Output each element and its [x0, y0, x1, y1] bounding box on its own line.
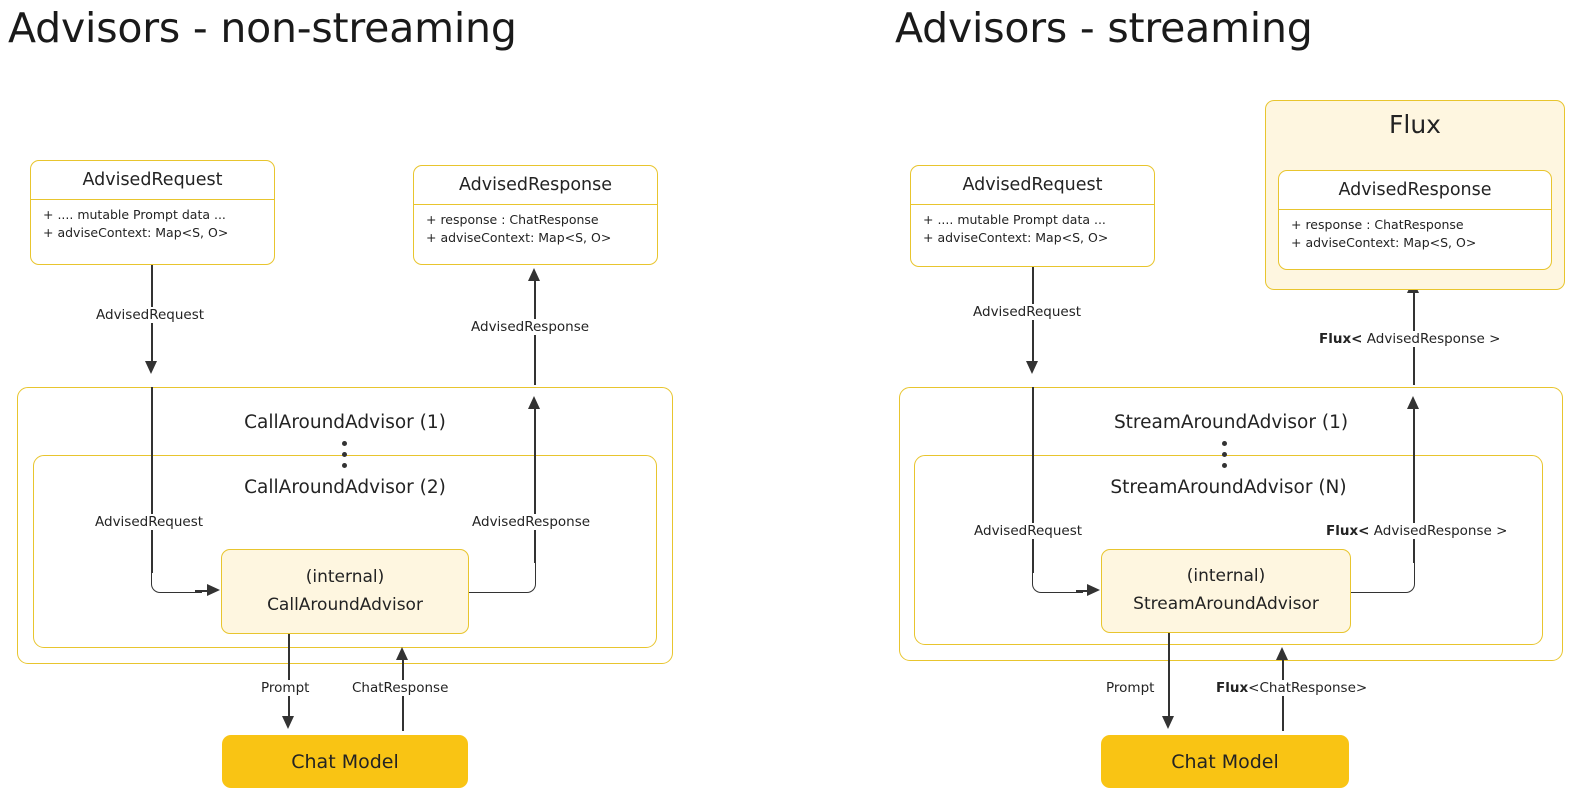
- connector-prompt-down: [288, 634, 290, 718]
- edge-label-chatresponse: ChatResponse: [349, 680, 452, 697]
- arrow-up-icon: [1276, 647, 1288, 660]
- connector-response-inner: [534, 408, 536, 563]
- panel-non-streaming: Advisors - non-streaming AdvisedRequest …: [8, 4, 673, 788]
- edge-label-prompt: Prompt: [1106, 680, 1155, 696]
- flux-wrapper-label: Flux: [1389, 110, 1441, 139]
- chat-model-node: Chat Model: [222, 735, 468, 788]
- stream-around-advisor-1-title: StreamAroundAdvisor (1): [1113, 412, 1349, 433]
- attribute-row: + adviseContext: Map<S, O>: [1291, 234, 1477, 250]
- edge-label-bold-part: Flux<: [1326, 523, 1370, 539]
- stream-around-advisor-n-title: StreamAroundAdvisor (N): [1110, 477, 1347, 498]
- attribute-row: + response : ChatResponse: [1291, 217, 1464, 233]
- connector-request-elbow: [151, 560, 202, 593]
- edge-label-prompt: Prompt: [258, 680, 313, 697]
- arrow-up-icon: [528, 396, 540, 409]
- connector-response-elbow: [469, 560, 536, 593]
- chat-model-node: Chat Model: [1101, 735, 1349, 788]
- page-title-non-streaming: Advisors - non-streaming: [8, 4, 517, 52]
- stream-around-advisor-1-container: [899, 387, 1563, 661]
- connector-request-inner: [1032, 387, 1034, 573]
- edge-label-flux-chatresponse: Flux<ChatResponse>: [1213, 680, 1371, 697]
- internal-node-line-2: CallAroundAdvisor: [267, 594, 423, 615]
- attribute-row: + adviseContext: Map<S, O>: [426, 229, 612, 245]
- call-around-advisor-2-title: CallAroundAdvisor (2): [244, 477, 446, 498]
- edge-label-plain-part: <ChatResponse>: [1248, 680, 1368, 696]
- advised-response-card: AdvisedResponse + response : ChatRespons…: [413, 165, 658, 265]
- arrow-down-icon: [282, 716, 294, 729]
- advised-request-card-title: AdvisedRequest: [911, 166, 1154, 206]
- arrow-up-icon: [396, 647, 408, 660]
- advised-response-card-attributes: + response : ChatResponse + adviseContex…: [414, 205, 657, 255]
- arrow-up-icon: [1407, 396, 1419, 409]
- attribute-row: + response : ChatResponse: [426, 212, 599, 228]
- connector-request-inner: [151, 387, 153, 573]
- internal-node-line-2: StreamAroundAdvisor: [1133, 594, 1319, 614]
- advised-response-card: AdvisedResponse + response : ChatRespons…: [1278, 170, 1552, 270]
- advised-response-card-title: AdvisedResponse: [1279, 171, 1551, 211]
- advised-request-card: AdvisedRequest + .... mutable Prompt dat…: [910, 165, 1155, 267]
- internal-node-line-1: (internal): [305, 566, 385, 587]
- edge-label-advised-request-inner: AdvisedRequest: [92, 514, 207, 531]
- connector-request-into-node: [1076, 590, 1093, 592]
- edge-label-bold-part: Flux: [1216, 680, 1249, 696]
- attribute-row: + adviseContext: Map<S, O>: [923, 229, 1109, 245]
- connector-request-into-node: [195, 590, 213, 592]
- edge-label-flux-advised-response-inner: Flux< AdvisedResponse >: [1323, 523, 1511, 540]
- connector-request-elbow: [1032, 560, 1083, 593]
- advisor-ellipsis-icon: [1221, 441, 1227, 474]
- arrow-down-icon: [145, 361, 157, 374]
- connector-prompt-down: [1168, 633, 1170, 718]
- chat-model-label: Chat Model: [291, 750, 399, 773]
- advised-response-card-title: AdvisedResponse: [414, 166, 657, 206]
- advised-request-card: AdvisedRequest + .... mutable Prompt dat…: [30, 160, 275, 265]
- internal-node-line-1: (internal): [1186, 566, 1266, 587]
- arrow-down-icon: [1026, 361, 1038, 374]
- arrow-right-icon: [207, 584, 220, 596]
- edge-label-advised-response-top: AdvisedResponse: [468, 319, 593, 336]
- attribute-row: + adviseContext: Map<S, O>: [43, 224, 229, 240]
- arrow-down-icon: [1162, 716, 1174, 729]
- advisor-ellipsis-icon: [341, 441, 347, 474]
- edge-label-flux-advised-response-top: Flux< AdvisedResponse >: [1316, 331, 1504, 348]
- call-around-advisor-1-title: CallAroundAdvisor (1): [244, 412, 446, 433]
- attribute-row: + .... mutable Prompt data ...: [923, 212, 1106, 228]
- arrow-right-icon: [1087, 584, 1100, 596]
- advised-response-card-attributes: + response : ChatResponse + adviseContex…: [1279, 210, 1551, 260]
- edge-label-advised-request-top: AdvisedRequest: [970, 304, 1085, 321]
- arrow-up-icon: [528, 268, 540, 281]
- edge-label-advised-request-inner: AdvisedRequest: [971, 523, 1086, 540]
- advised-request-card-attributes: + .... mutable Prompt data ... + adviseC…: [911, 205, 1154, 255]
- connector-response-inner: [1413, 408, 1415, 563]
- connector-response-elbow: [1351, 560, 1415, 593]
- panel-streaming: Advisors - streaming AdvisedRequest + ..…: [790, 0, 1580, 788]
- call-around-advisor-1-container: [17, 387, 673, 664]
- edge-label-plain-part: AdvisedResponse >: [1369, 523, 1508, 539]
- edge-label-plain-part: AdvisedResponse >: [1362, 331, 1501, 347]
- internal-call-around-advisor-node: (internal) CallAroundAdvisor: [221, 549, 469, 634]
- attribute-row: + .... mutable Prompt data ...: [43, 207, 226, 223]
- edge-label-bold-part: Flux<: [1319, 331, 1363, 347]
- edge-label-advised-response-inner: AdvisedResponse: [469, 514, 594, 531]
- advised-request-card-title: AdvisedRequest: [31, 161, 274, 201]
- advised-request-card-attributes: + .... mutable Prompt data ... + adviseC…: [31, 200, 274, 250]
- chat-model-label: Chat Model: [1171, 750, 1279, 773]
- page-title-streaming: Advisors - streaming: [895, 4, 1313, 52]
- edge-label-advised-request-top: AdvisedRequest: [93, 307, 208, 324]
- internal-stream-around-advisor-node: (internal) StreamAroundAdvisor: [1101, 549, 1351, 633]
